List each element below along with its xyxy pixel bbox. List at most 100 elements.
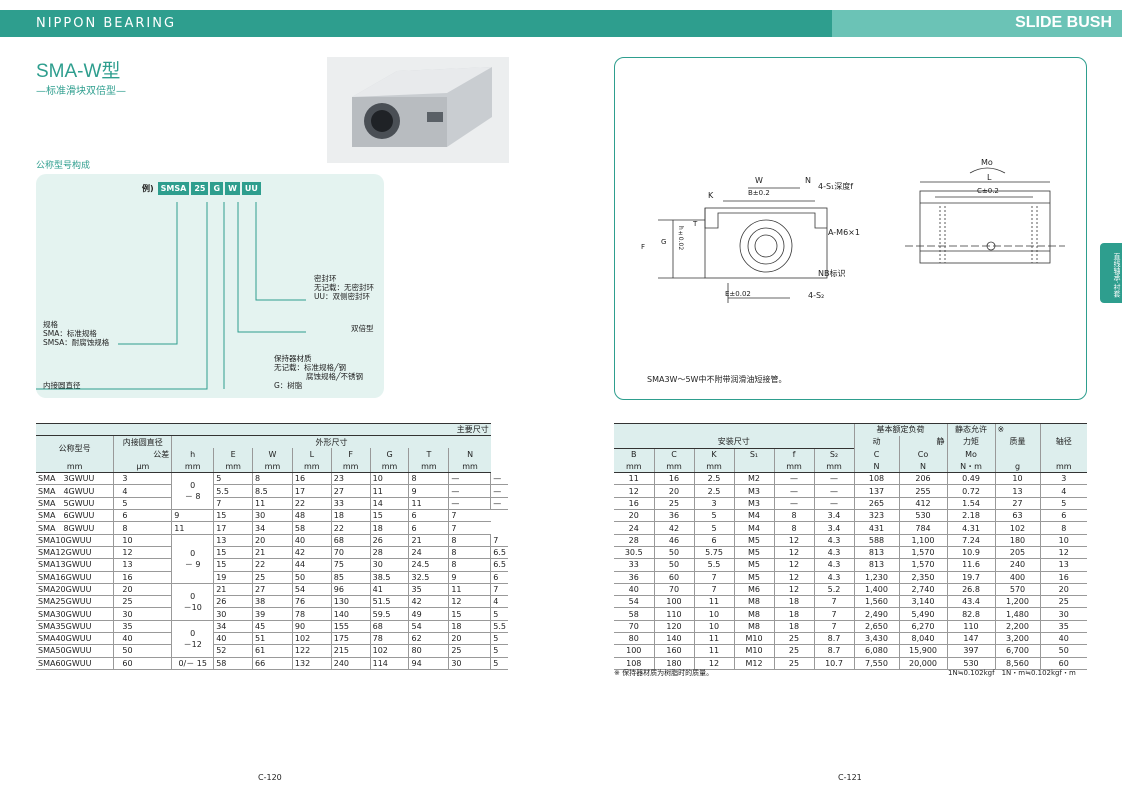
table-cell: 110 — [653, 607, 694, 621]
table-cell: 49 — [408, 607, 449, 621]
table-cell: 12 — [773, 571, 814, 584]
col-co-sub: Co — [898, 448, 947, 461]
table-cell: 7 — [490, 583, 508, 597]
table-cell: 10 — [1039, 534, 1087, 547]
table-cell: 16 — [291, 472, 332, 486]
seal-uu: UU：双侧密封环 — [314, 292, 370, 301]
table-cell: 137 — [853, 484, 899, 498]
table-cell: 16 — [1039, 571, 1087, 584]
col-f: F — [330, 448, 371, 461]
table-cell: 21 — [408, 534, 449, 547]
tolerance-value: －12 — [183, 639, 202, 649]
col-h: h — [171, 448, 214, 461]
table-cell: M4 — [733, 509, 774, 523]
table-cell: 24.5 — [408, 558, 449, 572]
table-cell: 15 — [448, 607, 491, 621]
unit-note: 1N≒0.102kgf 1N・m≒0.102kgf・m — [948, 669, 1076, 677]
table-cell: SMA 3GWUU — [36, 472, 114, 486]
table-cell: 5 — [490, 657, 508, 670]
table-cell: 15,900 — [898, 644, 947, 658]
table-cell: SMA16GWUU — [36, 571, 114, 584]
label-nb: NB标识 — [818, 269, 846, 278]
spec-corrosion: SMSA：耐腐蚀规格 — [43, 338, 110, 347]
label-c: C±0.2 — [977, 187, 999, 195]
col-s2: S₂ — [813, 447, 854, 461]
table-cell: 2.5 — [693, 484, 734, 498]
table-cell: 11 — [369, 484, 409, 498]
table-cell: 6 — [693, 534, 734, 547]
unit-cell: mm — [213, 460, 253, 474]
table-cell: 5.5 — [693, 558, 734, 572]
table-cell: 25 — [653, 497, 694, 511]
table-cell: 5 — [693, 521, 734, 535]
seal-legend: 密封环 无记载：无密封环 UU：双侧密封环 — [314, 274, 374, 301]
table-cell: 180 — [653, 657, 694, 670]
table-cell: 155 — [330, 620, 371, 634]
table-cell: 10 — [994, 472, 1040, 486]
table-cell: 147 — [946, 632, 995, 646]
table-cell: M5 — [733, 571, 774, 584]
code-part-double: W — [225, 182, 240, 195]
table-cell: 3 — [1039, 472, 1087, 486]
table-cell: — — [773, 484, 814, 498]
table-cell: 11 — [448, 583, 491, 597]
col-bore: 内接圆直径 — [113, 435, 172, 449]
table-cell: 18 — [369, 521, 409, 535]
tolerance-value: － 9 — [184, 559, 201, 569]
table-cell: 570 — [994, 583, 1040, 597]
table-cell: 12 — [773, 546, 814, 560]
table-cell: 60 — [653, 571, 694, 584]
table-cell: 45 — [252, 620, 293, 634]
table-cell: 13 — [113, 558, 172, 572]
unit-cell: g — [994, 460, 1040, 474]
table-cell: 20 — [252, 534, 293, 547]
table-cell: 102 — [291, 632, 332, 646]
col-c: C — [653, 447, 694, 461]
table-cell: 68 — [369, 620, 409, 634]
label-w: W — [755, 176, 763, 185]
table-cell: M3 — [733, 484, 774, 498]
table-cell: 32.5 — [408, 571, 449, 584]
table-cell: 19 — [213, 571, 253, 584]
table-cell: M8 — [733, 620, 774, 634]
table-cell: 42 — [408, 595, 449, 609]
table-cell: 40 — [113, 632, 172, 646]
table-cell: SMA10GWUU — [36, 534, 114, 547]
table-cell: 36 — [653, 509, 694, 523]
table-cell: 412 — [898, 497, 947, 511]
table-cell: 1,560 — [853, 595, 899, 609]
col-moment: 力矩 — [946, 435, 995, 449]
table-cell: 6,700 — [994, 644, 1040, 658]
table-cell: 323 — [853, 509, 899, 523]
table-cell: 5,490 — [898, 607, 947, 621]
table-cell: 21 — [252, 546, 293, 560]
table-cell: SMA 4GWUU — [36, 484, 114, 498]
table-cell: 54 — [291, 583, 332, 597]
table-cell: M8 — [733, 595, 774, 609]
basic-load-label: 基本额定负荷 — [853, 422, 947, 436]
table-cell: 11 — [252, 497, 293, 511]
table-cell: 27 — [252, 583, 293, 597]
table-cell: 15 — [213, 546, 253, 560]
table-cell: 100 — [614, 644, 654, 658]
product-subtitle: —标准滑块双倍型— — [36, 86, 126, 97]
table-cell: 2.18 — [946, 509, 995, 523]
table-cell: 12 — [773, 534, 814, 547]
table-cell: 5 — [693, 509, 734, 523]
table-cell: 42 — [291, 546, 332, 560]
unit-cell: mm — [291, 460, 332, 474]
table-cell: 6,080 — [853, 644, 899, 658]
table-cell: SMA40GWUU — [36, 632, 114, 646]
tolerance-cell: 0－10 — [171, 583, 214, 621]
table-cell: 25 — [773, 632, 814, 646]
table-cell: SMA30GWUU — [36, 607, 114, 621]
table-cell: 205 — [994, 546, 1040, 560]
table-cell: SMA50GWUU — [36, 644, 114, 658]
